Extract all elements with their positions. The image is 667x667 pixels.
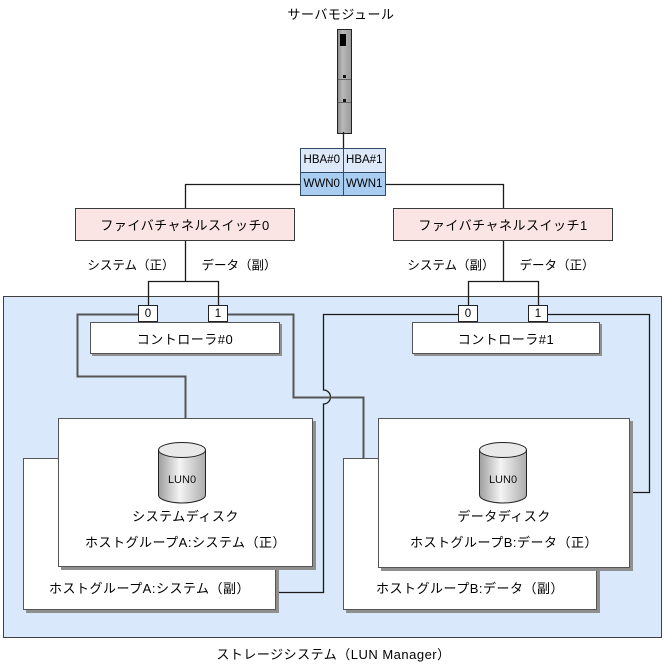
hba0-cell: HBA#0 (301, 149, 343, 172)
lun-label: LUN0 (489, 474, 517, 486)
port1-ctrl0-to-data-secondary-line (228, 313, 365, 458)
wwn0-to-switch0-line (184, 183, 300, 208)
port1-ctrl1-to-data-disk-line (548, 313, 651, 494)
server-divider (338, 102, 351, 103)
system-disk-box: LUN0 システムディスク ホストグループA:システム（正） (58, 418, 313, 567)
fc-switch-1: ファイバチャネルスイッチ1 (393, 208, 613, 241)
switch0-fork-line (147, 280, 220, 305)
switch1-fork-line (467, 280, 540, 305)
storage-system-caption: ストレージシステム（LUN Manager） (216, 647, 451, 662)
lun-label: LUN0 (168, 474, 196, 486)
ctrl1-port0-box: 0 (458, 305, 478, 322)
lun-cylinder-icon: LUN0 (479, 442, 527, 504)
path-label-data-secondary: データ（副） (201, 258, 277, 273)
path-label-system-secondary: システム（副） (407, 258, 495, 273)
wwn1-cell: WWN1 (343, 172, 385, 195)
data-disk-box: LUN0 データディスク ホストグループB:データ（正） (378, 418, 630, 568)
server-divider (338, 79, 351, 80)
fc-switch-0: ファイバチャネルスイッチ0 (75, 208, 295, 241)
wwn1-to-switch1-line (386, 183, 505, 208)
port0-ctrl0-to-system-disk-line (76, 313, 187, 418)
ctrl0-port0-box: 0 (138, 305, 158, 322)
host-group-a-secondary-label: ホストグループA:システム（副） (48, 581, 251, 596)
wwn0-cell: WWN0 (301, 172, 343, 195)
hba1-cell: HBA#1 (343, 149, 385, 172)
server-module-title: サーバモジュール (287, 7, 395, 22)
host-group-b-secondary-label: ホストグループB:データ（副） (375, 581, 564, 596)
controller-1-box: コントローラ#1 (412, 322, 600, 354)
path-label-data-primary: データ（正） (519, 258, 595, 273)
controller-0-box: コントローラ#0 (90, 322, 280, 354)
system-disk-label: システムディスク (132, 509, 239, 524)
host-group-b-primary-label: ホストグループB:データ（正） (409, 535, 598, 550)
host-group-a-primary-label: ホストグループA:システム（正） (84, 535, 287, 550)
ctrl1-port1-box: 1 (528, 305, 548, 322)
ctrl0-port1-box: 1 (208, 305, 228, 322)
server-led-dot (343, 99, 346, 102)
data-disk-label: データディスク (457, 509, 551, 524)
server-led-dot (343, 75, 346, 78)
lun-cylinder-icon: LUN0 (158, 442, 206, 504)
server-module-image (337, 29, 352, 134)
server-slot-mark (340, 34, 346, 46)
path-label-system-primary: システム（正） (87, 258, 175, 273)
hba-wwn-table: HBA#0 HBA#1 WWN0 WWN1 (300, 148, 386, 196)
